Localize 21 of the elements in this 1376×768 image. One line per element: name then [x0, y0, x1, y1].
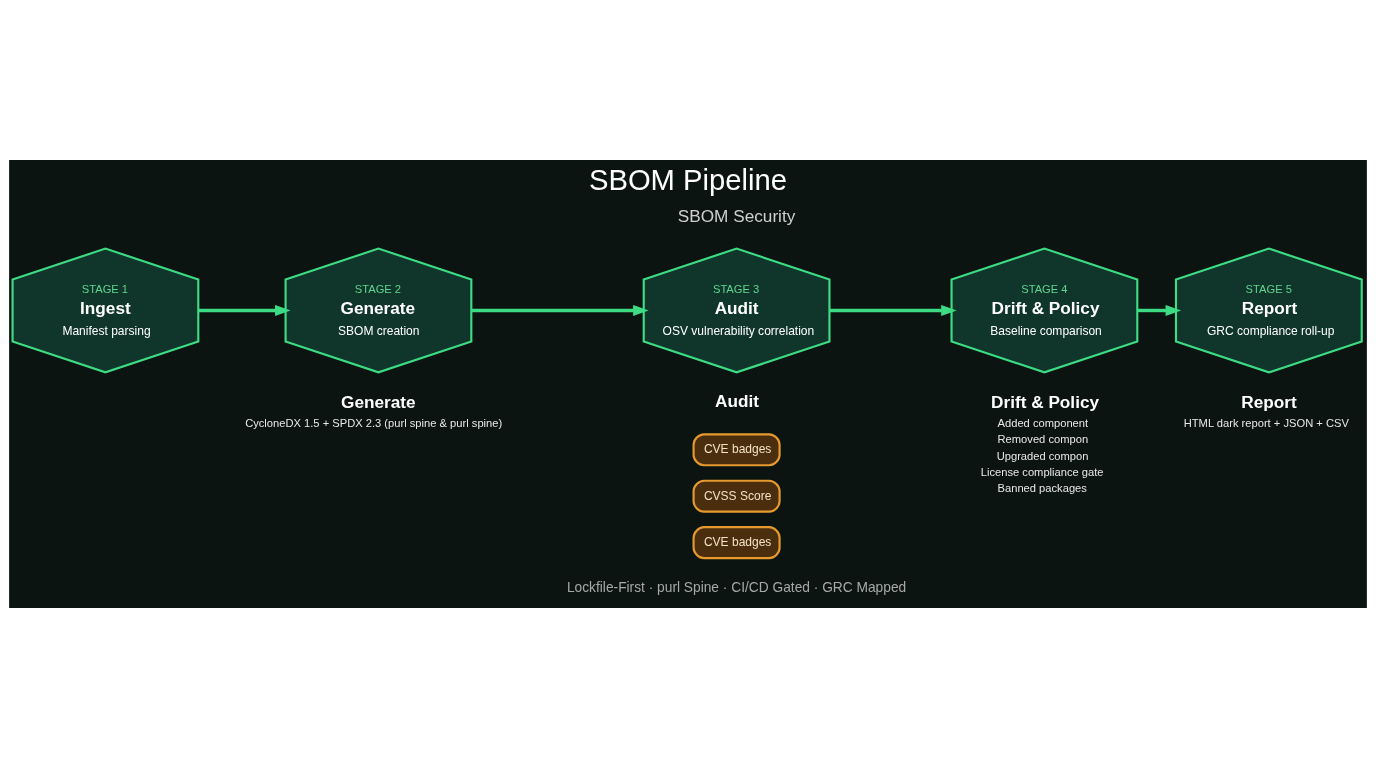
node-label: Audit [715, 390, 760, 411]
arrow [1137, 305, 1182, 316]
caption: Lockfile-First · purl Spine · CI/CD Gated · GRC Mapped [566, 580, 907, 596]
label: SBOM Security [677, 205, 796, 226]
node-label: Banned packages [997, 482, 1087, 495]
node-label: Generate [341, 391, 416, 412]
node-label: Removed compon [997, 433, 1089, 446]
arrow [829, 305, 957, 316]
node-box: CVE badges [692, 433, 781, 467]
node-label: Upgraded compon [996, 449, 1089, 462]
node-label: Drift & Policy [991, 391, 1100, 412]
node-box: CVSS Score [692, 479, 781, 513]
arrow [471, 305, 649, 316]
node-label: Report [1241, 391, 1297, 412]
node-box: CVE badges [692, 526, 781, 560]
node-label: Added component [997, 416, 1089, 429]
diagram-title: SBOM Pipeline [588, 164, 788, 197]
node-label: CycloneDX 1.5 + SPDX 2.3 (purl spine & purl spine) [245, 416, 503, 429]
node-label: License compliance gate [980, 465, 1104, 478]
arrow [198, 305, 291, 316]
node-label: HTML dark report + JSON + CSV [1183, 416, 1349, 429]
